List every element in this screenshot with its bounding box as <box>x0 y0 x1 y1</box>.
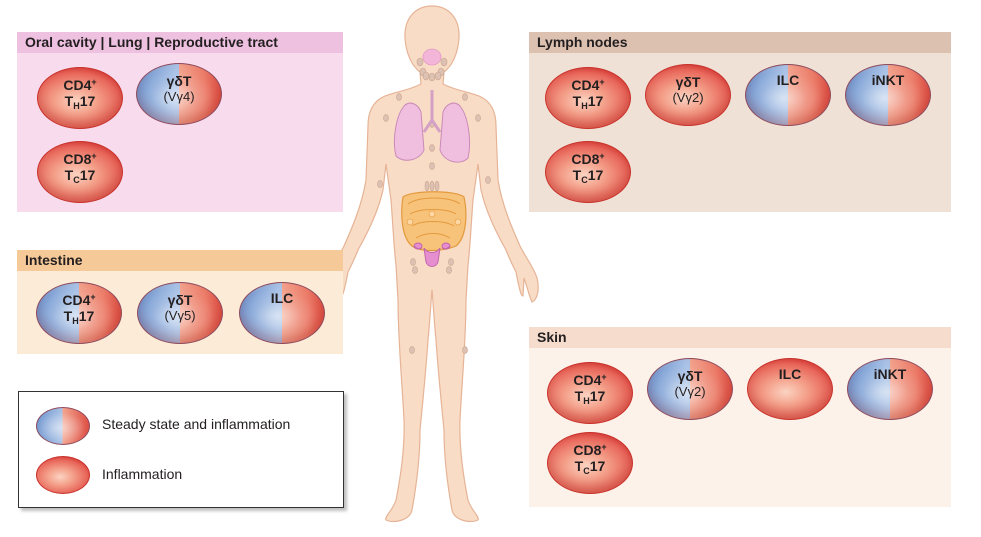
cell-name: ILC <box>776 72 800 88</box>
legend-swatch-split <box>36 407 90 445</box>
cell-sup: + <box>90 292 96 302</box>
cell-sub: C <box>581 175 588 185</box>
cell-name: γδT <box>167 292 193 308</box>
cell-name: γδT <box>675 74 701 90</box>
cell-gamma-delta-t: γδT(Vγ5) <box>137 282 223 344</box>
cell-tail: 17 <box>589 388 606 404</box>
cell-sub: H <box>581 101 588 111</box>
cell-subtype: (Vγ5) <box>164 308 196 323</box>
intestine-organ <box>401 191 467 252</box>
cell-sub: C <box>73 175 80 185</box>
panel-title: Lymph nodes <box>529 32 951 53</box>
lymph-node-markers <box>377 57 491 354</box>
cell-line2: T <box>574 388 584 404</box>
panel-title: Skin <box>529 327 951 348</box>
cell-name: iNKT <box>871 72 905 88</box>
cell-sub: H <box>583 396 590 406</box>
panel-intestine: Intestine CD4+ TH17 γδT(Vγ5) ILC <box>17 250 343 354</box>
cell-line2: T <box>574 458 584 474</box>
cell-tail: 17 <box>79 93 96 109</box>
cell-sub: H <box>72 316 79 326</box>
cell-subtype: (Vγ2) <box>672 90 704 105</box>
cell-name: γδT <box>166 73 192 89</box>
cell-name: ILC <box>270 290 294 306</box>
cell-gamma-delta-t: γδT(Vγ2) <box>647 358 733 420</box>
cell-name: CD4 <box>571 77 600 93</box>
cell-sub: H <box>73 101 80 111</box>
cell-tail: 17 <box>587 93 604 109</box>
legend-swatch-red <box>36 456 90 494</box>
cell-tail: 17 <box>589 458 606 474</box>
cell-name: γδT <box>677 368 703 384</box>
cell-cd4-th17: CD4+ TH17 <box>547 362 633 424</box>
cell-line2: T <box>63 308 73 324</box>
cell-sup: + <box>91 77 97 87</box>
cell-line2: T <box>64 167 74 183</box>
cell-name: CD8 <box>63 151 92 167</box>
cell-name: ILC <box>778 366 802 382</box>
legend-label-steady-state: Steady state and inflammation <box>102 416 291 432</box>
cell-ilc: ILC <box>239 282 325 344</box>
panel-oral-lung-reproductive: Oral cavity | Lung | Reproductive tract … <box>17 32 343 212</box>
cell-sup: + <box>601 442 607 452</box>
cell-name: CD4 <box>62 292 91 308</box>
cell-name: CD4 <box>573 372 602 388</box>
cell-cd4-th17: CD4+ TH17 <box>545 67 631 129</box>
cell-name: CD8 <box>573 442 602 458</box>
cell-gamma-delta-t: γδT(Vγ4) <box>136 63 222 125</box>
panel-skin: Skin CD4+TH17 γδT(Vγ2) ILC iNKT CD8+TC17 <box>529 327 951 507</box>
panel-title: Oral cavity | Lung | Reproductive tract <box>17 32 343 53</box>
cell-name: CD8 <box>571 151 600 167</box>
oral-cavity-organ <box>422 48 442 66</box>
cell-sup: + <box>91 151 97 161</box>
cell-cd4-th17: CD4+ TH17 <box>37 67 123 129</box>
reproductive-tract-organ <box>413 242 451 267</box>
cell-tail: 17 <box>78 308 95 324</box>
cell-sup: + <box>599 77 605 87</box>
panel-title: Intestine <box>17 250 343 271</box>
cell-subtype: (Vγ2) <box>674 384 706 399</box>
cell-cd8-tc17: CD8+ TC17 <box>547 432 633 494</box>
legend-label-inflammation: Inflammation <box>102 466 183 482</box>
cell-cd8-tc17: CD8+ TC17 <box>545 141 631 203</box>
cell-cd4-th17: CD4+ TH17 <box>36 282 122 344</box>
cell-cd8-tc17: CD8+ TC17 <box>37 141 123 203</box>
cell-subtype: (Vγ4) <box>163 89 195 104</box>
cell-sup: + <box>599 151 605 161</box>
cell-gamma-delta-t: γδT(Vγ2) <box>645 64 731 126</box>
legend: Steady state and inflammation Inflammati… <box>18 391 344 508</box>
cell-inkt: iNKT <box>845 64 931 126</box>
cell-inkt: iNKT <box>847 358 933 420</box>
cell-line2: T <box>572 93 582 109</box>
cell-line2: T <box>572 167 582 183</box>
cell-sub: C <box>583 466 590 476</box>
panel-lymph-nodes: Lymph nodes CD4+TH17 γδT(Vγ2) ILC iNKT C… <box>529 32 951 212</box>
cell-name: iNKT <box>873 366 907 382</box>
cell-ilc: ILC <box>745 64 831 126</box>
cell-tail: 17 <box>79 167 96 183</box>
cell-ilc: ILC <box>747 358 833 420</box>
lungs-organ <box>393 90 471 163</box>
cell-name: CD4 <box>63 77 92 93</box>
cell-line2: T <box>64 93 74 109</box>
cell-sup: + <box>601 372 607 382</box>
cell-tail: 17 <box>587 167 604 183</box>
